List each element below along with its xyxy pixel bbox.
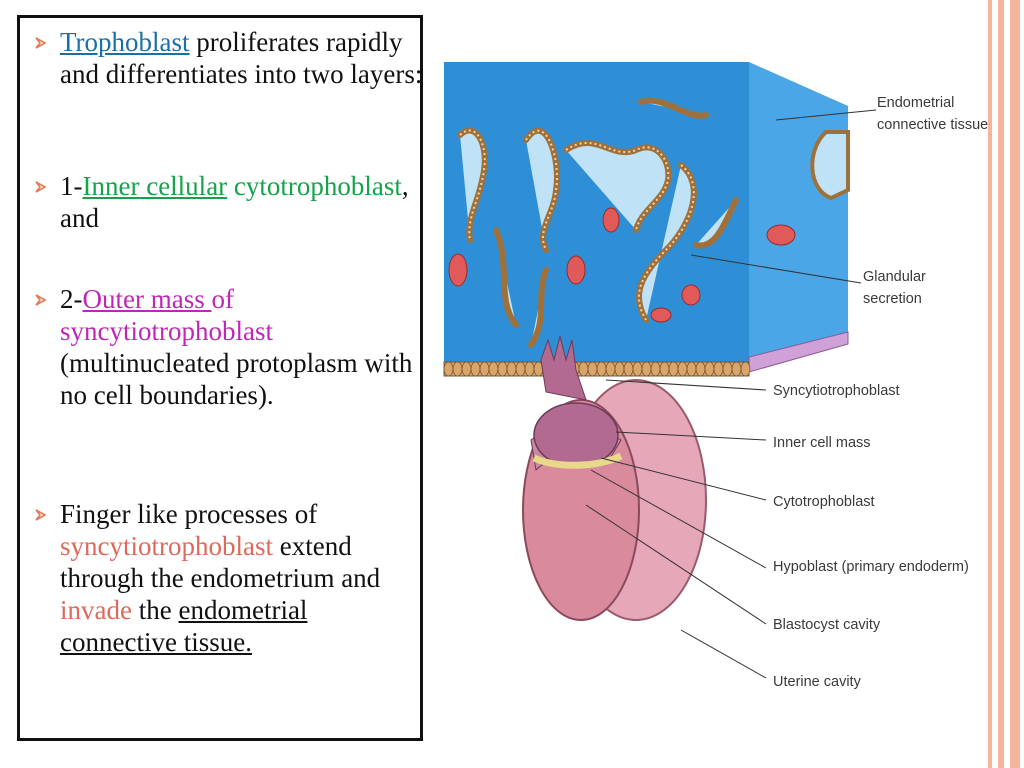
bullet-segment: cytotrophoblast [227,171,402,201]
label-cytotrophoblast: Cytotrophoblast [773,494,875,510]
epithelial-cell [713,361,724,377]
epithelial-cell [704,361,715,377]
epithelial-cell [596,361,607,377]
bullet-inner-layer: 1-Inner cellular cytotrophoblast, and [34,170,424,234]
bullet-segment: of syncytiotrophoblast [60,284,273,346]
epithelial-cell [641,361,652,377]
blastocyst [522,335,707,621]
bullet-segment: 2- [60,284,83,314]
bullet-segment: , and [60,171,409,233]
epithelial-cell [461,361,472,377]
bullet-arrow-icon [35,509,47,521]
epithelial-cell [497,361,508,377]
epithelial-cell [587,361,598,377]
bullet-arrow-icon [35,181,47,193]
label-inner-cell-mass: Inner cell mass [773,435,871,451]
epithelial-cell [668,361,679,377]
endometrium-side-face [749,62,848,367]
bullet-text-panel: Trophoblast proliferates rapidly and dif… [17,15,423,741]
bullet-segment: proliferates rapidly and differentiates … [60,27,423,89]
bullet-trophoblast: Trophoblast proliferates rapidly and dif… [34,26,424,90]
epithelial-cell [731,361,742,377]
epithelial-cell [740,361,751,377]
epithelial-cell [452,361,463,377]
epithelial-cell [443,361,454,377]
bullet-finger-processes-text: Finger like processes of syncytiotrophob… [60,498,424,658]
epithelial-cell [578,361,589,377]
epithelial-cell [488,361,499,377]
bullet-segment: syncytiotrophoblast [60,531,273,561]
epithelial-cell [614,361,625,377]
endometrium-front-face [444,62,749,367]
epithelial-cell [470,361,481,377]
epithelial-cell [605,361,616,377]
label-syncytiotrophoblast: Syncytiotrophoblast [773,383,900,399]
label-glandular-secretion: Glandular [863,269,926,285]
uterine-glands [457,97,739,348]
epithelial-cell [515,361,526,377]
blood-vessels [448,207,796,323]
bullet-segment: Inner cellular [82,171,228,201]
label-uterine-cavity: Uterine cavity [773,674,862,690]
epithelial-cell [659,361,670,377]
bullet-trophoblast-text: Trophoblast proliferates rapidly and dif… [60,26,424,90]
implantation-diagram: Endometrial connective tissue Glandular … [443,62,988,690]
bullet-segment: the [131,595,179,625]
bullet-segment: (multinucleated protoplasm with no cell … [60,348,413,410]
label-glandular-secretion-2: secretion [863,291,922,307]
epithelial-cell [632,361,643,377]
bullet-arrow-icon [35,37,47,49]
bullet-outer-layer: 2-Outer mass of syncytiotrophoblast (mul… [34,283,424,411]
bullet-outer-layer-text: 2-Outer mass of syncytiotrophoblast (mul… [60,283,424,411]
bullet-segment: endometrial connective tissue. [60,595,308,657]
bullet-segment: 1- [60,171,83,201]
epithelial-cell [479,361,490,377]
bullet-finger-processes: Finger like processes of syncytiotrophob… [34,498,424,658]
bullet-inner-layer-text: 1-Inner cellular cytotrophoblast, and [60,170,424,234]
bullet-segment: extend through the endometrium and [60,531,381,593]
epithelial-cell [650,361,661,377]
epithelial-cell [506,361,517,377]
epithelial-cell [623,361,634,377]
epithelial-cell [524,361,535,377]
epithelial-cell [722,361,733,377]
leader-lines [585,109,877,679]
decorative-stripes [984,0,1024,768]
bullet-segment: Outer mass [82,284,212,314]
epithelial-cell [686,361,697,377]
bullet-segment: invade [60,595,132,625]
bullet-arrow-icon [35,294,47,306]
label-endometrial-connective-tissue: Endometrial [877,95,954,111]
label-hypoblast: Hypoblast (primary endoderm) [773,559,969,575]
epithelial-cell [695,361,706,377]
label-endometrial-connective-tissue-2: connective tissue [877,117,988,133]
bullet-segment: Finger like processes of [60,499,318,529]
bullet-segment: Trophoblast [60,27,190,57]
label-blastocyst-cavity: Blastocyst cavity [773,617,881,633]
epithelial-cell [677,361,688,377]
